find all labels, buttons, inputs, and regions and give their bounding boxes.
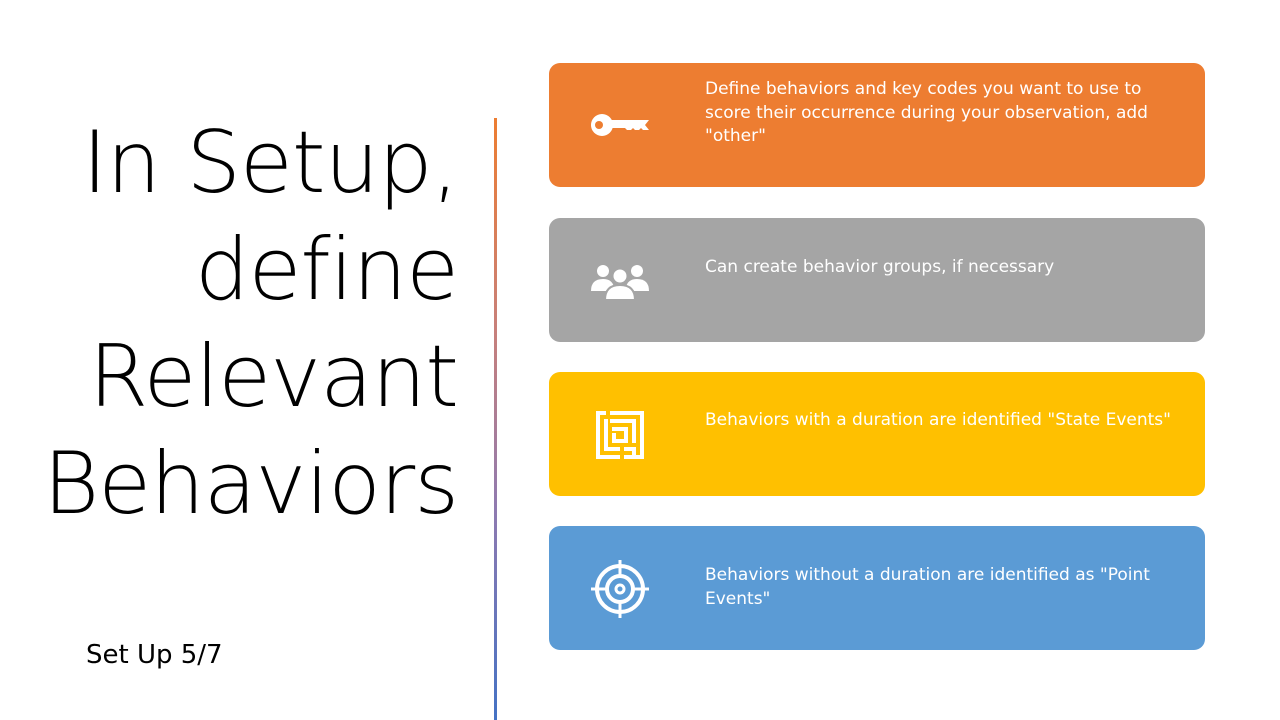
title-line: Relevant — [88, 327, 459, 427]
card-text: Behaviors without a duration are identif… — [705, 565, 1150, 609]
card-text: Can create behavior groups, if necessary — [705, 257, 1055, 277]
key-icon — [589, 95, 651, 157]
slide-footer: Set Up 5/7 — [86, 640, 223, 670]
card-text: Define behaviors and key codes you want … — [705, 79, 1148, 146]
card-state-events: Behaviors with a duration are identified… — [549, 372, 1205, 496]
card-text: Behaviors with a duration are identified… — [705, 410, 1171, 430]
maze-icon — [589, 404, 651, 466]
title-line: Behaviors — [43, 434, 459, 534]
title-line: In Setup, — [82, 113, 459, 213]
card-define-behaviors: Define behaviors and key codes you want … — [549, 63, 1205, 187]
title-line: define — [194, 220, 459, 320]
slide-title: In Setup, define Relevant Behaviors — [43, 110, 459, 538]
card-behavior-groups: Can create behavior groups, if necessary — [549, 218, 1205, 342]
vertical-divider — [494, 118, 497, 720]
target-icon — [589, 558, 651, 620]
card-point-events: Behaviors without a duration are identif… — [549, 526, 1205, 650]
users-icon — [589, 250, 651, 312]
